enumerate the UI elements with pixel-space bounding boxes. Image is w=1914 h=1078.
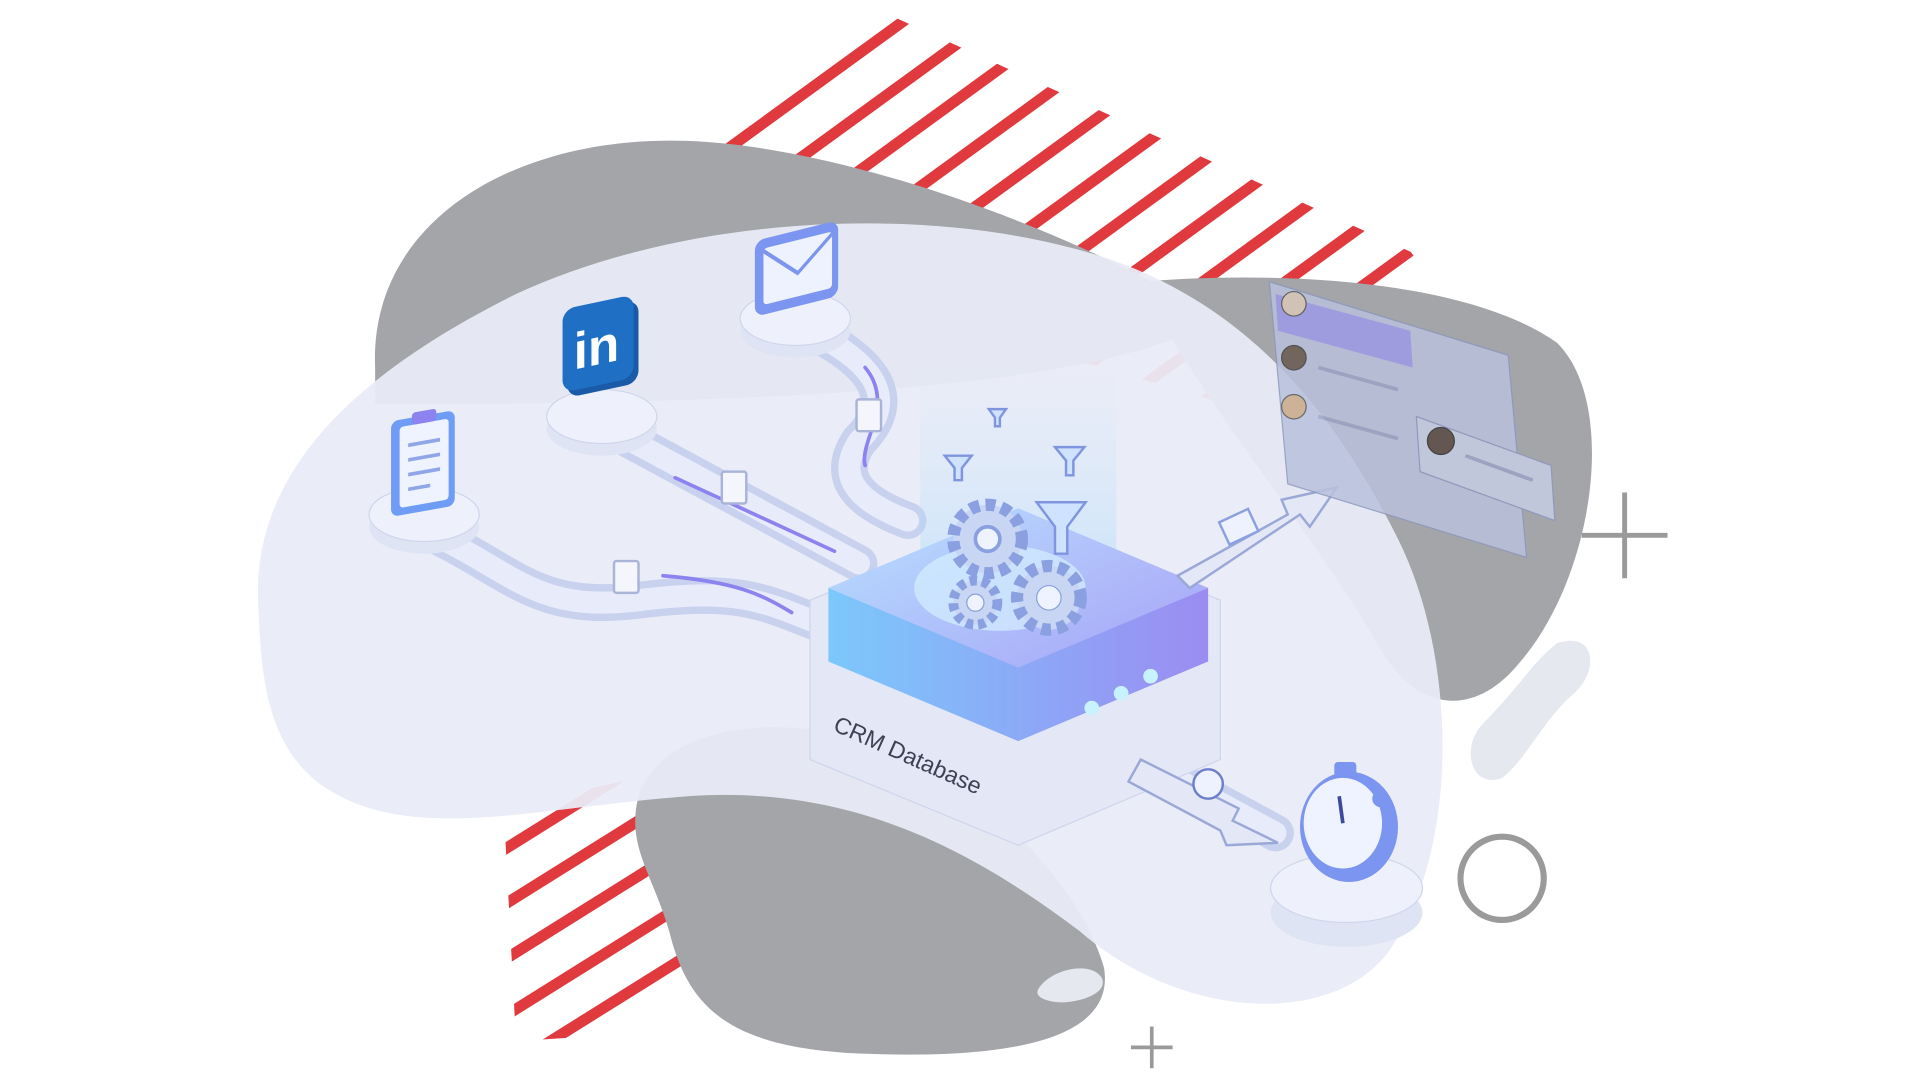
email-icon <box>1217 507 1260 547</box>
chat-panel-icon <box>1268 280 1556 559</box>
pedestal <box>368 290 1424 947</box>
plus-icon <box>1130 1026 1173 1069</box>
stopwatch-icon <box>1300 761 1398 882</box>
avatar <box>1426 426 1455 456</box>
circle-outline-icon <box>1457 833 1547 924</box>
svg-text:in: in <box>574 314 620 381</box>
status-light <box>1084 700 1100 716</box>
arrow-icon <box>1175 485 1340 590</box>
light-blob-decoration <box>1470 640 1591 781</box>
avatar <box>1281 393 1307 420</box>
email-icon <box>754 222 839 315</box>
avatar <box>1281 344 1307 371</box>
status-light <box>1143 668 1158 684</box>
avatar <box>1281 290 1307 317</box>
gear-icon <box>948 575 1003 630</box>
stopwatch-icon <box>1192 768 1225 800</box>
light-blob-decoration <box>1037 968 1103 1003</box>
plus-icon <box>1581 492 1668 579</box>
linkedin-icon: in <box>562 296 639 396</box>
gear-icon <box>947 498 1029 580</box>
gear-icon <box>1010 559 1087 636</box>
filter-icon <box>942 407 1089 555</box>
clipboard-icon <box>391 409 455 516</box>
document-icon <box>612 398 883 595</box>
status-light <box>1113 686 1129 701</box>
arrow-icon <box>1126 757 1279 847</box>
